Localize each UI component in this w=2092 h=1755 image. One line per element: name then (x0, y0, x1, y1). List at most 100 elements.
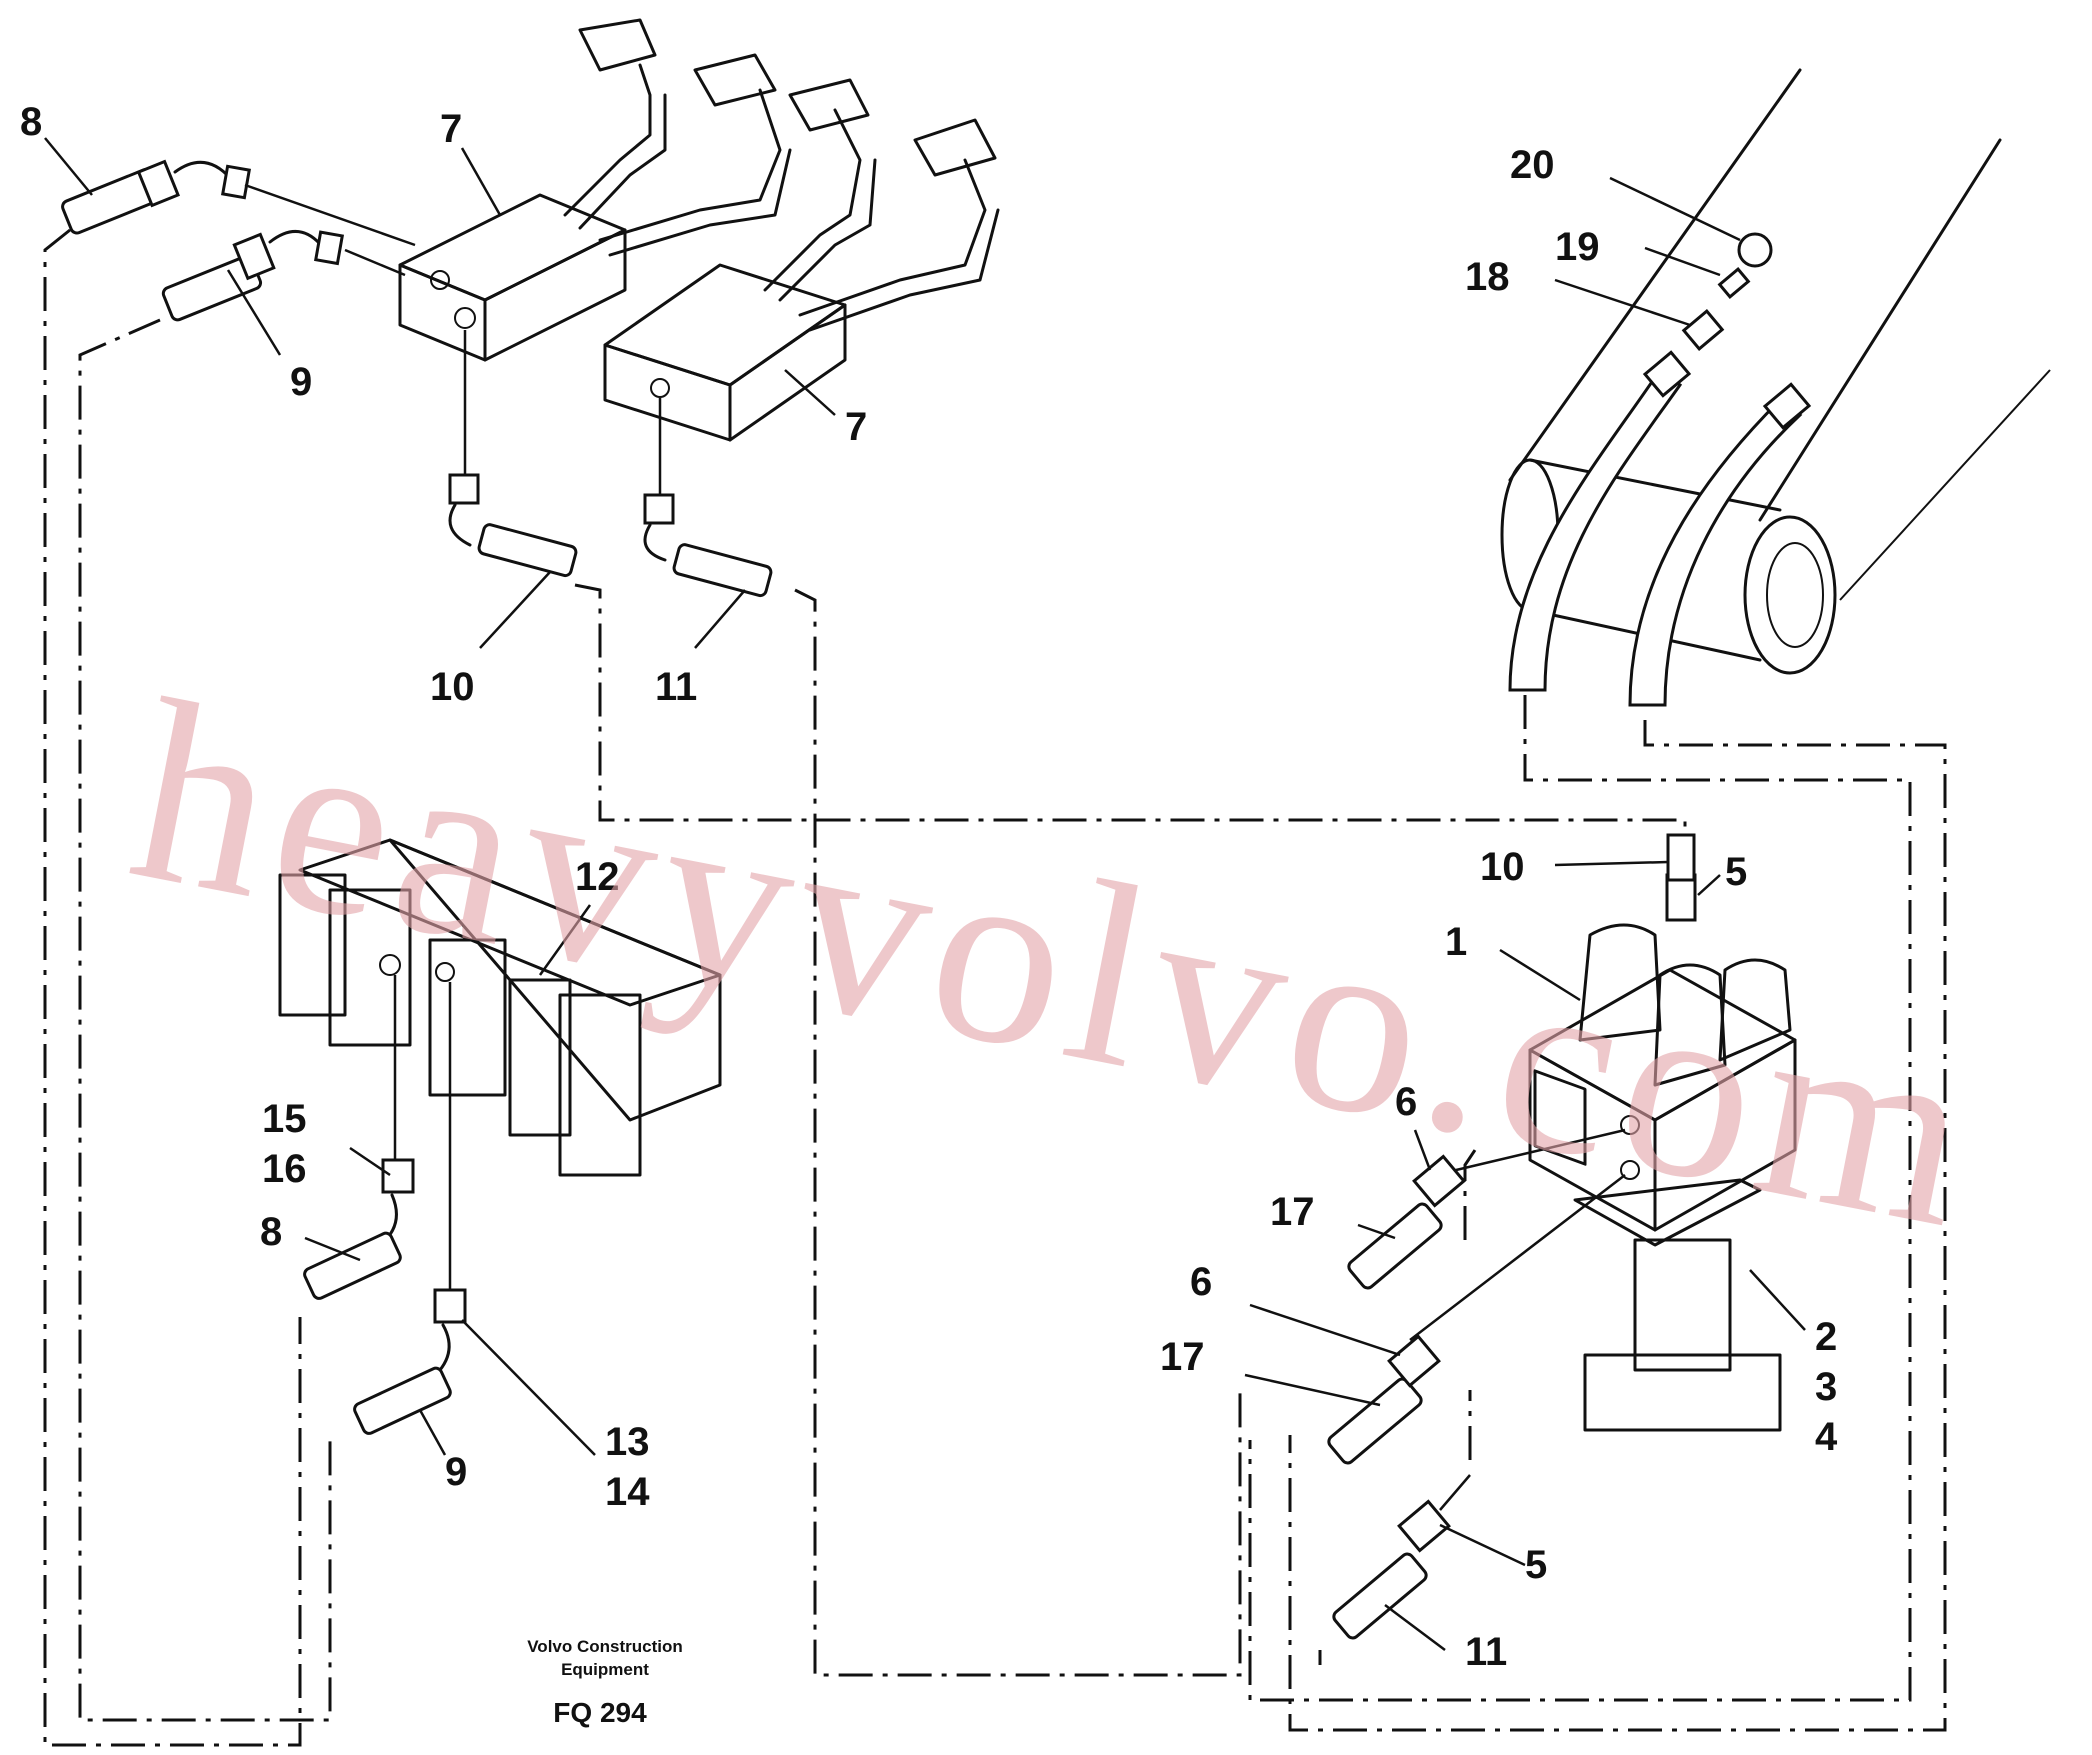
callout-labels: 8 9 7 7 10 11 20 19 18 10 5 1 12 6 17 15… (20, 100, 1838, 1674)
nut-10 (448, 473, 480, 505)
leader-lines (44, 137, 1806, 1651)
leader-8a (44, 137, 93, 196)
hose-crimp-8 (136, 159, 180, 208)
callout-9: 9 (290, 360, 312, 404)
callout-11: 11 (1465, 1630, 1507, 1674)
leader-10b (1554, 860, 1669, 867)
boom-pivot-bore (1766, 542, 1824, 648)
pedal-plate (578, 18, 657, 72)
leader-7a (460, 147, 502, 216)
boom-assembly (1500, 68, 2051, 707)
manufacturer-line-2: Equipment (561, 1660, 649, 1679)
block-section (328, 888, 412, 1047)
leader-15-16 (349, 1146, 391, 1177)
valve-block-side (1653, 1038, 1797, 1232)
block-section (428, 938, 507, 1097)
callout-5: 5 (1525, 1543, 1547, 1587)
callout-8: 8 (260, 1210, 282, 1254)
pedal-linkage (608, 148, 792, 257)
callout-20: 20 (1510, 143, 1555, 187)
feed-line (344, 248, 406, 277)
boom-edge (1839, 369, 2051, 601)
leader-19 (1644, 246, 1721, 277)
valve-cap (1578, 923, 1662, 1042)
pedal-linkage (778, 158, 877, 302)
solenoid (1533, 1069, 1587, 1166)
callout-8: 8 (20, 100, 42, 144)
cap-nut-20 (1737, 232, 1773, 268)
callout-4: 4 (1815, 1415, 1838, 1459)
valve-base-plate (1573, 1178, 1762, 1247)
leader-5b (1439, 1523, 1526, 1567)
leader-9b (418, 1409, 447, 1456)
callout-6: 6 (1395, 1080, 1417, 1124)
pedal-linkage (598, 88, 782, 242)
port-circle (1620, 1160, 1640, 1180)
leader-11a (694, 589, 746, 649)
valve-box-side (728, 303, 847, 442)
route-line-hose-b (1288, 720, 1947, 1732)
hose-end-10-right (1666, 833, 1696, 882)
hose-end-10 (477, 523, 578, 578)
callout-11: 11 (655, 665, 697, 709)
route-line-11 (794, 588, 1242, 1677)
callout-13: 13 (605, 1420, 650, 1464)
leader-10a (479, 571, 551, 649)
leader-2-3-4 (1749, 1269, 1806, 1331)
callout-1: 1 (1445, 920, 1467, 964)
callout-18: 18 (1465, 255, 1510, 299)
port-circle (430, 270, 450, 290)
leader-13-14 (461, 1319, 596, 1456)
port-circle (1620, 1115, 1640, 1135)
control-valve-1 (1528, 833, 1797, 1432)
leader-20 (1609, 176, 1741, 242)
pedal-valve-left (398, 18, 792, 362)
leader-5a (1697, 874, 1721, 896)
callout-2: 2 (1815, 1315, 1837, 1359)
callout-19: 19 (1555, 225, 1600, 269)
block-back (388, 838, 722, 1122)
pedal-plate (913, 118, 997, 177)
feed-dash (1463, 1149, 1477, 1240)
fitting-5-top (1665, 873, 1697, 922)
elbow-fitting-8 (173, 160, 232, 180)
nut-6-lower (1387, 1334, 1441, 1388)
boom-edge (1508, 68, 1802, 482)
distribution-block-12 (278, 838, 722, 1290)
nut-8 (220, 164, 252, 200)
callout-17: 17 (1160, 1335, 1205, 1379)
callout-5: 5 (1725, 850, 1747, 894)
valve-box-top (603, 263, 847, 387)
callout-14: 14 (605, 1470, 650, 1514)
figure-code: FQ 294 (553, 1697, 647, 1728)
hose-fittings-10-11 (448, 330, 773, 598)
callout-16: 16 (262, 1147, 307, 1191)
feed-line (1409, 1174, 1626, 1341)
hose-end-17-upper (1347, 1202, 1443, 1290)
hose-crimp-b (1762, 382, 1812, 430)
leader-6b (1249, 1303, 1401, 1357)
callout-7: 7 (440, 107, 462, 151)
elbow-fitting-10 (448, 503, 472, 547)
boom-pivot-right (1743, 515, 1837, 675)
boom-hose-b (1628, 398, 1803, 707)
pedal-linkage (808, 208, 1000, 332)
nut-9 (314, 230, 345, 266)
leader-1 (1499, 948, 1581, 1002)
hose-end-8-lower (303, 1231, 402, 1300)
callout-6: 6 (1190, 1260, 1212, 1304)
hose-crimp-a (1642, 350, 1692, 398)
route-line-8-left (43, 228, 302, 1747)
leader-6a (1413, 1129, 1432, 1171)
leader-17b (1244, 1373, 1381, 1407)
elbow-fitting-9 (268, 230, 322, 246)
fitting-19 (1717, 267, 1751, 299)
callout-15: 15 (262, 1097, 307, 1141)
hose-fittings-lower-left (303, 1158, 467, 1435)
pedal-plate (788, 78, 870, 132)
routing-lines (43, 228, 1947, 1747)
fitting-18 (1681, 309, 1725, 351)
port-circle (379, 954, 401, 976)
block-section (508, 978, 572, 1137)
valve-box-side (483, 228, 627, 362)
